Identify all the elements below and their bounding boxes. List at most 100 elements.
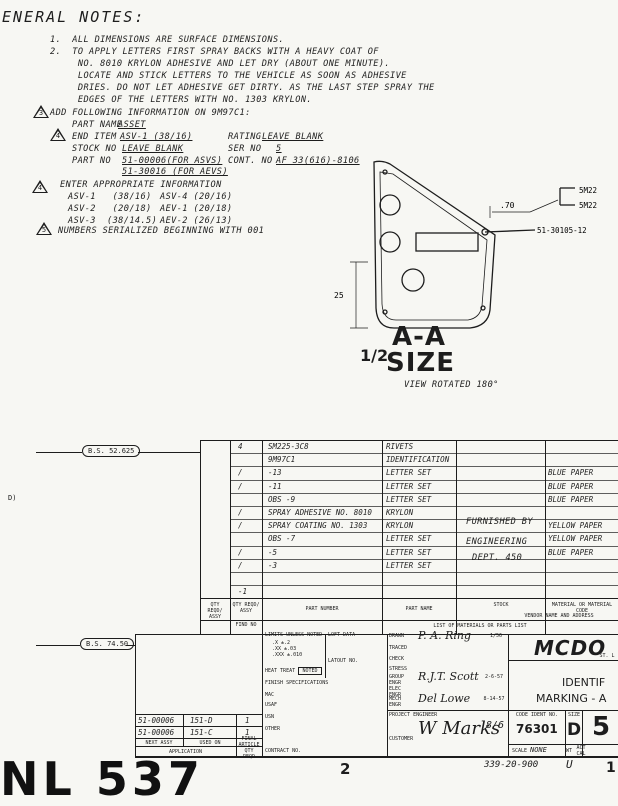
page-number: 2 bbox=[340, 760, 351, 778]
bs-rule-1 bbox=[36, 452, 82, 453]
part-no-value-1: 51-00006(FOR ASVS) bbox=[122, 156, 223, 166]
callout-1-text: 51-30105-12 bbox=[537, 226, 587, 235]
bom-part-number: -5 bbox=[268, 547, 278, 557]
tb-col-b bbox=[325, 634, 326, 678]
bom-part-number: -3 bbox=[268, 560, 278, 570]
stock-no-label: STOCK NO bbox=[72, 144, 117, 154]
other-label: OTHER bbox=[265, 726, 281, 732]
note-5-text: NUMBERS SERIALIZED BEGINNING WITH 001 bbox=[58, 226, 265, 236]
code-ident-label: CODE IDENT NO. bbox=[515, 712, 559, 718]
asv-1: ASV-1 (38/16) bbox=[68, 192, 152, 202]
cont-no-value: AF 33(616)-8106 bbox=[276, 156, 360, 166]
view-rotated-text: VIEW ROTATED 180° bbox=[404, 380, 499, 390]
usn-label: USN bbox=[265, 714, 275, 720]
tb-bottom bbox=[135, 756, 618, 758]
bom-col-name bbox=[456, 440, 457, 634]
project-signature: W Marks bbox=[418, 718, 501, 739]
bom-qty: / bbox=[238, 508, 243, 517]
stock-no-value: LEAVE BLANK bbox=[122, 144, 184, 154]
tb-left bbox=[135, 634, 136, 756]
finish-spec: FINISH SPECIFICATIONS bbox=[265, 680, 329, 686]
note-3-number: 3 bbox=[38, 109, 44, 117]
group-signature: R.J.T. Scott bbox=[418, 670, 479, 683]
customer-label: CUSTOMER bbox=[389, 736, 414, 742]
bom-col-part bbox=[382, 440, 383, 634]
bom-material: YELLOW PAPER bbox=[548, 521, 603, 531]
note-line: EDGES OF THE LETTERS WITH NO. 1303 KRYLO… bbox=[50, 95, 312, 105]
hdr-qty-reqd: QTY REQD/ ASSY bbox=[207, 602, 223, 620]
hdr-find-no: FIND NO bbox=[235, 622, 257, 628]
bom-col-qty bbox=[230, 440, 231, 634]
bom-qty: / bbox=[238, 521, 243, 531]
used-on-label: USED ON bbox=[199, 740, 221, 746]
note-4-number: 4 bbox=[37, 184, 43, 192]
contract-no-label: CONTRACT NO. bbox=[265, 748, 302, 754]
bom-part-number: -13 bbox=[268, 468, 282, 478]
note-5-triangle-icon bbox=[36, 222, 52, 235]
bom-part-number: -11 bbox=[268, 481, 282, 491]
mac-label: MAC bbox=[265, 692, 275, 698]
ser-no-value: 5 bbox=[276, 144, 282, 154]
note-4-triangle-icon bbox=[50, 128, 66, 141]
bom-part-number: 9M97C1 bbox=[268, 455, 296, 465]
heat-treat-value: NOTED bbox=[298, 667, 322, 675]
bom-row-rule bbox=[230, 453, 618, 455]
tb-col-d bbox=[508, 634, 509, 756]
bom-part-name: LETTER SET bbox=[386, 494, 432, 504]
section-title-size: SIZE bbox=[386, 348, 456, 378]
note-4b-triangle-icon bbox=[32, 180, 48, 193]
bom-qty: / bbox=[238, 481, 243, 491]
tb-col-num bbox=[582, 710, 583, 756]
hole-2 bbox=[379, 231, 401, 253]
bom-qty: / bbox=[238, 560, 243, 570]
tb-row-project bbox=[387, 710, 618, 711]
bom-part-name: LETTER SET bbox=[386, 547, 432, 557]
used-on-1: 151-D bbox=[190, 716, 213, 725]
rivet-3 bbox=[480, 305, 486, 311]
project-engr-label: PROJECT ENGINEER bbox=[389, 712, 438, 718]
bom-part-name: LETTER SET bbox=[386, 481, 432, 491]
ser-no-label: SER NO bbox=[228, 144, 262, 154]
footer-rev: U bbox=[566, 758, 573, 771]
note-line: 2. TO APPLY LETTERS FIRST SPRAY BACKS WI… bbox=[50, 47, 379, 57]
bom-material: BLUE PAPER bbox=[548, 494, 594, 504]
limits-label: LIMITS UNLESS NOTED bbox=[265, 632, 323, 638]
bom-part-name: KRYLON bbox=[386, 521, 414, 531]
bom-part-name: KRYLON bbox=[386, 508, 414, 517]
bom-row-rule bbox=[230, 585, 618, 587]
code-ident-value: 76301 bbox=[516, 722, 558, 736]
note-line: DRIES. DO NOT LET ADHESIVE GET DIRTY. AS… bbox=[50, 83, 435, 93]
tol-3: .XXX ±.010 bbox=[272, 652, 303, 658]
bom-qty: / bbox=[238, 547, 243, 557]
application-label: APPLICATION bbox=[168, 749, 203, 755]
wt-value: ACT CAL bbox=[576, 745, 586, 757]
bom-part-name: IDENTIFICATION bbox=[386, 455, 450, 465]
bom-row-rule bbox=[230, 572, 618, 573]
used-on-2: 151-C bbox=[190, 728, 213, 737]
project-date: 8/6 bbox=[486, 720, 505, 731]
drawn-signature: P. A. Ring bbox=[418, 629, 472, 642]
bom-material: BLUE PAPER bbox=[548, 481, 594, 491]
wt-label: WT bbox=[566, 748, 573, 754]
traced-label: TRACED bbox=[389, 645, 408, 651]
drawn-label: DRAWN bbox=[389, 633, 405, 639]
bom-material: BLUE PAPER bbox=[548, 547, 594, 557]
loft-data: LOFT DATA bbox=[328, 632, 356, 638]
mech-signature: Del Lowe bbox=[418, 692, 471, 705]
note-5-number: 5 bbox=[41, 226, 47, 234]
bom-material: BLUE PAPER bbox=[548, 468, 594, 478]
asv-4: ASV-4 (20/16) bbox=[160, 192, 233, 202]
bom-part-name: LETTER SET bbox=[386, 468, 432, 478]
bom-header-rule bbox=[200, 620, 618, 621]
note-line: NO. 8010 KRYLON ADHESIVE AND LET DRY (AB… bbox=[50, 59, 391, 69]
bom-left-edge bbox=[200, 440, 201, 634]
bom-part-number: OBS -9 bbox=[268, 494, 296, 504]
group-date: 2-6-57 bbox=[484, 674, 504, 680]
bom-material: YELLOW PAPER bbox=[548, 534, 603, 544]
bom-part-number: SM225-3C8 bbox=[268, 442, 309, 451]
size-value: D bbox=[567, 720, 582, 740]
bom-row-rule bbox=[230, 506, 618, 507]
mech-engr-label: MECH ENGR bbox=[389, 696, 402, 708]
furnished-line-2: ENGINEERING bbox=[466, 537, 528, 547]
usaf-label: USAF bbox=[265, 702, 278, 708]
